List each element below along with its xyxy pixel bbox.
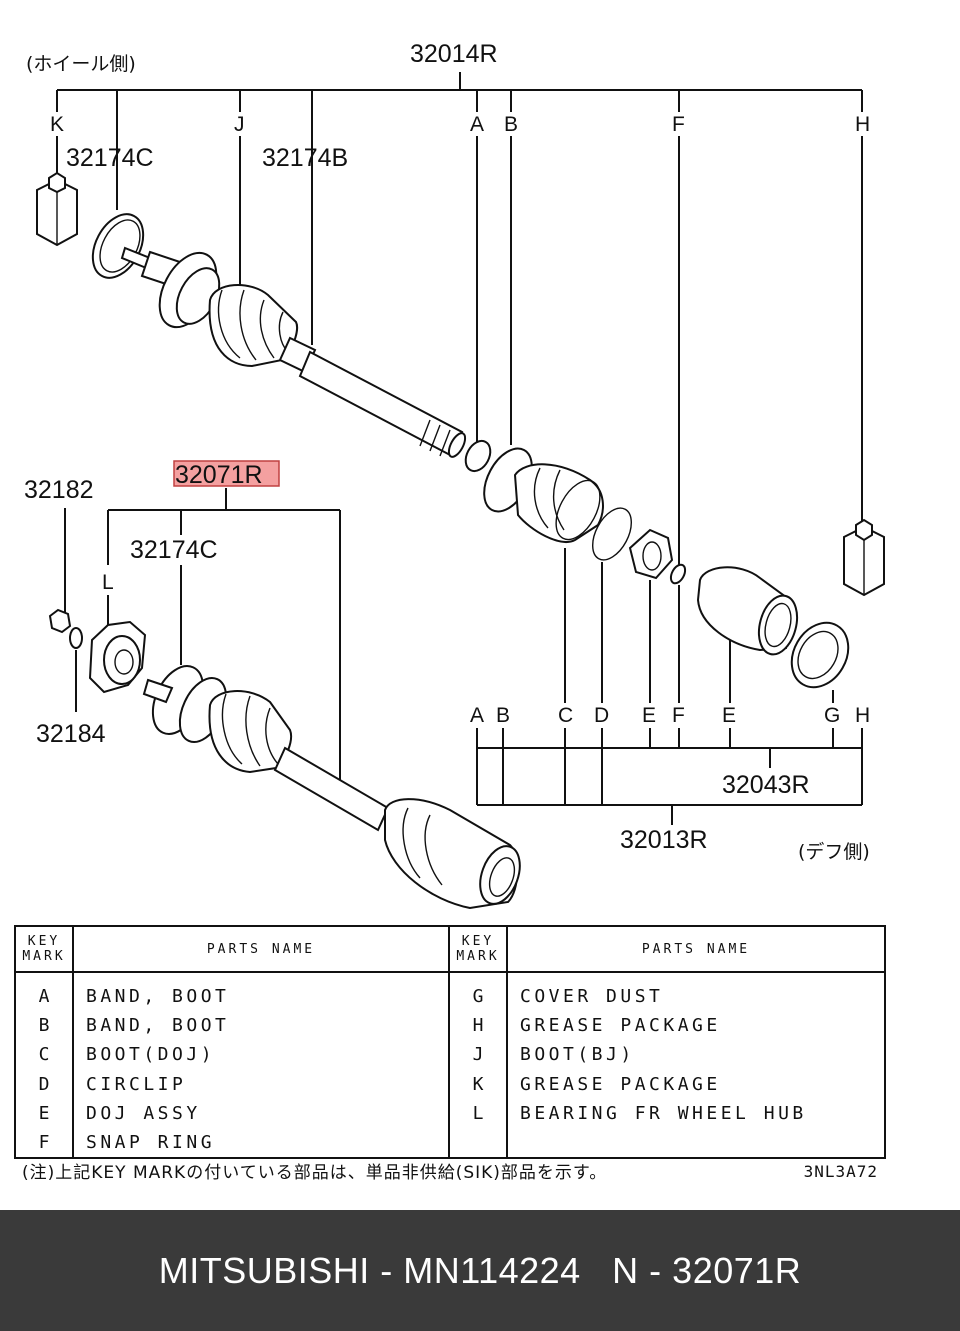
table-footnote: (注)上記KEY MARKの付いている部品は、単品非供給(SIK)部品を示す。 [22, 1163, 608, 1183]
highlighted-part-box [173, 460, 280, 487]
wheel-side-label: (ホイール側) [26, 53, 136, 75]
key-mark-cell: C [38, 1044, 50, 1066]
part-name-cell: BEARING FR WHEEL HUB [520, 1102, 807, 1124]
key-mark-cell: G [472, 986, 484, 1007]
parts-diagram: 32014R (ホイール側) K J A B F H 32174C 32174B [24, 40, 885, 910]
bottom-key-a: A [470, 704, 484, 727]
part-name-cell: BAND, BOOT [86, 1015, 230, 1037]
header-mark-line2: MARK [22, 949, 66, 964]
key-mark-cell: H [472, 1015, 484, 1037]
part-name-cell: DOJ ASSY [86, 1102, 201, 1124]
part-number-32182: 32182 [24, 476, 94, 504]
bottom-key-g: G [824, 704, 840, 727]
part-number-32174c-lower: 32174C [130, 536, 218, 564]
drawing-code: 3NL3A72 [803, 1162, 878, 1181]
bottom-key-h: H [855, 704, 870, 727]
part-name-cell: BOOT(DOJ) [86, 1044, 216, 1066]
bottom-key-d: D [594, 704, 609, 727]
part-number-32174b: 32174B [262, 144, 348, 172]
part-name-cell: SNAP RING [86, 1131, 216, 1153]
bottom-key-f: F [672, 704, 685, 727]
right-names-column: COVER DUST GREASE PACKAGE BOOT(BJ) GREASE P… [506, 972, 886, 1160]
highlighted-part-label: 32071R [175, 461, 263, 489]
header-mark-line2: MARK [456, 949, 500, 964]
key-mark-cell: D [38, 1073, 50, 1095]
part-name-cell: BAND, BOOT [86, 986, 230, 1007]
key-mark-cell: F [38, 1131, 50, 1153]
bottom-key-letters: A B C D E F E G H [470, 704, 870, 727]
header-parts-name-right: PARTS NAME [506, 925, 886, 973]
key-mark-cell: E [38, 1102, 50, 1124]
part-number-32043r: 32043R [722, 771, 810, 799]
bottom-key-c: C [558, 704, 573, 727]
header-parts-name-left: PARTS NAME [72, 925, 450, 973]
part-name-cell: GREASE PACKAGE [520, 1015, 721, 1037]
key-k: K [50, 113, 64, 136]
key-a: A [470, 113, 484, 136]
bottom-brackets [476, 548, 863, 825]
key-h: H [855, 113, 870, 136]
part-name-cell: BOOT(BJ) [520, 1044, 635, 1066]
part-number-32013r: 32013R [620, 826, 708, 854]
upper-driveshaft-drawing [91, 213, 850, 689]
key-mark-cell: K [472, 1073, 484, 1095]
key-j: J [234, 113, 245, 136]
part-number-32174c-top: 32174C [66, 144, 154, 172]
grease-package-k-icon [36, 171, 78, 247]
diff-side-label: (デフ側) [798, 841, 870, 863]
part-name-cell: GREASE PACKAGE [520, 1073, 721, 1095]
bottom-key-b: B [496, 704, 510, 727]
banner-text: MITSUBISHI - MN114224 N - 32071R [158, 1249, 802, 1291]
assembly-label: 32014R [410, 40, 498, 68]
header-key-line1: KEY [27, 934, 61, 949]
lower-driveshaft-drawing [48, 608, 521, 910]
top-key-letters: K J A B F H [50, 113, 870, 136]
part-number-32184: 32184 [36, 720, 106, 748]
key-f: F [672, 113, 685, 136]
key-mark-cell: B [38, 1015, 50, 1037]
assembly-bracket-32071r [107, 488, 341, 780]
header-key-line1: KEY [461, 934, 495, 949]
part-name-cell: COVER DUST [520, 986, 664, 1007]
grease-package-h-icon [843, 518, 885, 597]
assembly-bracket-32014r [56, 72, 863, 565]
key-mark-cell: A [38, 986, 50, 1007]
bottom-key-e2: E [722, 704, 736, 727]
part-name-cell: CIRCLIP [86, 1073, 187, 1095]
key-mark-cell: L [472, 1102, 484, 1124]
bottom-key-e1: E [642, 704, 656, 727]
part-number-banner: MITSUBISHI - MN114224 N - 32071R [0, 1210, 960, 1331]
key-mark-cell: J [472, 1044, 484, 1066]
left-names-column: BAND, BOOT BAND, BOOT BOOT(DOJ) CIRCLIP DOJ … [72, 972, 450, 1160]
key-b: B [504, 113, 518, 136]
key-l: L [102, 571, 114, 594]
